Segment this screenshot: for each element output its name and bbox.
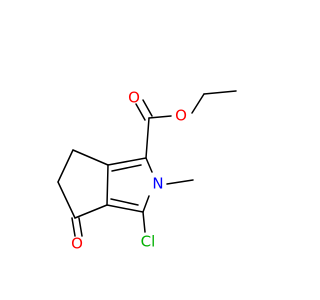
- bond-ester-carbonyl-2: [142, 99, 153, 117]
- bond-ch2b-c4: [57, 181, 76, 219]
- bond-c1-c7a: [107, 157, 147, 166]
- bond-ester-ring: [145, 117, 150, 159]
- atom-label-n: N: [152, 175, 163, 193]
- bond-c1-n: [145, 157, 153, 173]
- bond-ester-c-o: [148, 115, 172, 119]
- bond-c1-c7a-double: [111, 164, 142, 172]
- bond-ch2a-ch2b: [57, 149, 74, 183]
- bond-n-methyl: [166, 179, 194, 185]
- atom-labels: O O N Cl O: [71, 89, 187, 253]
- bond-c4-c3a: [74, 204, 108, 219]
- bond-c3-c3a-double: [110, 198, 139, 206]
- bond-ch2-ch3: [203, 90, 237, 95]
- bond-o-ch2: [191, 93, 205, 114]
- bond-c3-cl: [142, 211, 146, 233]
- molecule-diagram: O O N Cl O: [57, 89, 237, 253]
- bond-lines: [57, 90, 237, 237]
- bond-c3a-c7a: [106, 164, 109, 206]
- atom-label-cl: Cl: [141, 233, 156, 251]
- bond-ketone-2: [78, 217, 83, 237]
- atom-label-o-ketone: O: [71, 235, 83, 253]
- bond-ketone-1: [71, 217, 76, 237]
- bond-ester-carbonyl-1: [135, 103, 146, 121]
- atom-label-o-ether: O: [175, 107, 187, 125]
- atom-label-o-carbonyl: O: [128, 89, 140, 107]
- bond-c7a-ch2a: [72, 149, 109, 166]
- bond-n-c3: [142, 195, 150, 213]
- bond-c3-c3a: [106, 204, 144, 213]
